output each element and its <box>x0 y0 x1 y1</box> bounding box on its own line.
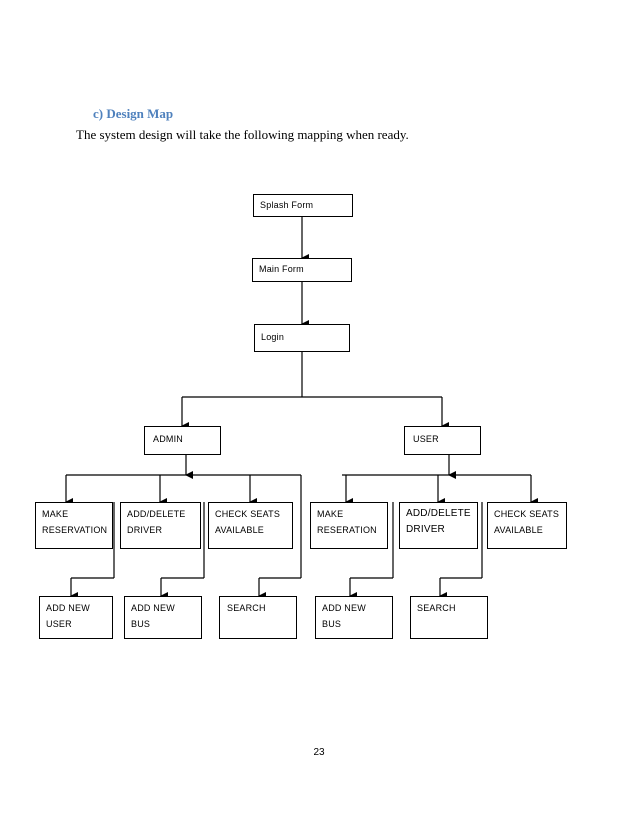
user-add-delete-driver-box: ADD/DELETE DRIVER <box>399 502 478 549</box>
user-search-box: SEARCH <box>410 596 488 639</box>
admin-add-new-user-box: ADD NEW USER <box>39 596 113 639</box>
section-heading: c) Design Map <box>93 106 174 121</box>
admin-add-delete-driver-box: ADD/DELETE DRIVER <box>120 502 201 549</box>
user-make-reservation-box: MAKE RESERATION <box>310 502 388 549</box>
splash-form-box: Splash Form <box>253 194 353 217</box>
user-add-new-bus-box: ADD NEW BUS <box>315 596 393 639</box>
admin-box: ADMIN <box>144 426 221 455</box>
section-intro: The system design will take the followin… <box>76 127 409 142</box>
admin-add-new-bus-box: ADD NEW BUS <box>124 596 202 639</box>
main-form-box: Main Form <box>252 258 352 282</box>
admin-search-box: SEARCH <box>219 596 297 639</box>
login-box: Login <box>254 324 350 352</box>
user-box: USER <box>404 426 481 455</box>
page-number: 23 <box>313 747 325 758</box>
admin-check-seats-box: CHECK SEATS AVAILABLE <box>208 502 293 549</box>
admin-make-reservation-box: MAKE RESERVATION <box>35 502 113 549</box>
user-check-seats-box: CHECK SEATS AVAILABLE <box>487 502 567 549</box>
